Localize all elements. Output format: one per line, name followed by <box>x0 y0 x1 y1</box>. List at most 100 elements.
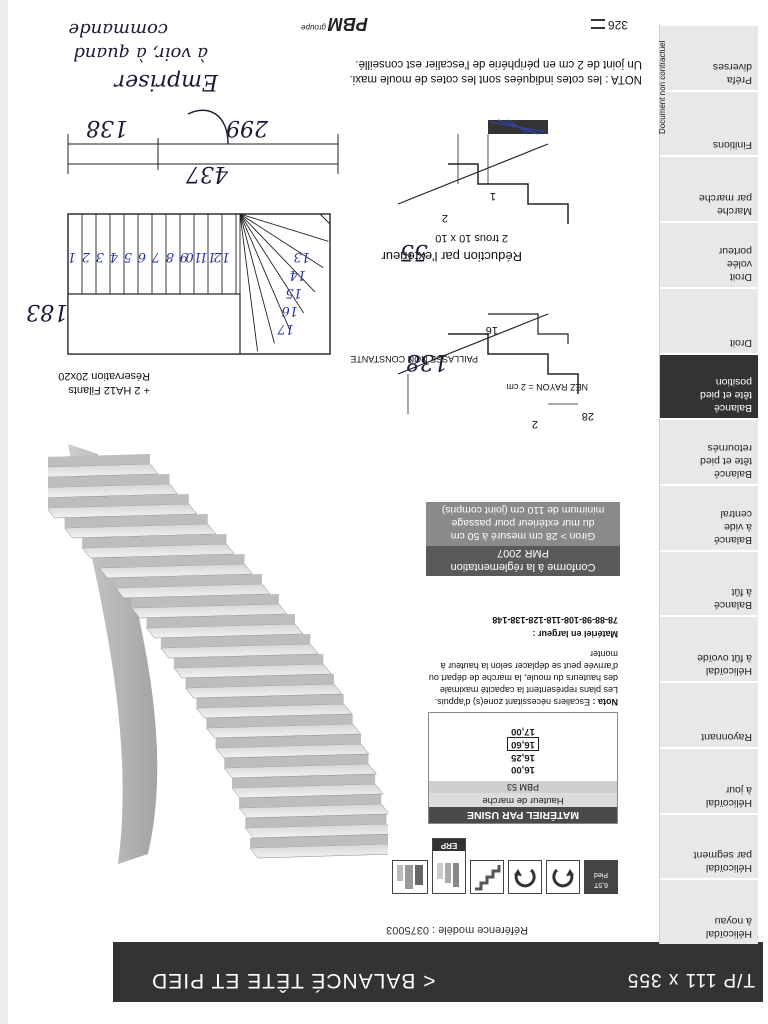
category-tab-label: à noyau <box>714 915 752 927</box>
stair-tread <box>173 663 332 679</box>
stair-tread <box>130 603 288 619</box>
step-height-value: 16,00 <box>429 763 617 775</box>
category-tab-label: Rayonnant <box>701 730 752 743</box>
nota-mould-dimensions: NOTA : les cotes indiquées sont les cote… <box>349 56 642 86</box>
category-tab-label: diverses <box>712 60 752 73</box>
step-number: 17 <box>277 321 294 336</box>
category-tab-label: à vide <box>723 520 752 533</box>
stair-riser <box>196 694 344 708</box>
page-number: 326 <box>590 18 628 32</box>
stair-tread <box>184 683 343 699</box>
reservation-label: Réservation 20x20 <box>58 370 150 382</box>
step-height-text: 16,60 <box>507 737 539 751</box>
plan-drawing <box>67 213 331 355</box>
category-tab-label: central <box>720 507 752 520</box>
stair-riser <box>215 734 361 748</box>
pmr-giron-box: Giron > 28 cm mesuré à 50 cm du mur exté… <box>426 502 620 546</box>
materials-subheader: Hauteur de marche <box>429 793 617 807</box>
handwritten-note-empriser: Empriser <box>114 69 218 94</box>
stair-riser <box>239 794 382 808</box>
stair-3d-illustration <box>48 444 388 864</box>
plan-winder-line <box>239 213 324 268</box>
stair-tread <box>48 483 178 499</box>
plan-winder-line <box>239 213 329 242</box>
nota-label: Nota : <box>592 697 619 707</box>
rotation-cw-icon <box>546 860 580 894</box>
step-number: 6 <box>137 249 146 264</box>
stair-riser <box>245 814 387 828</box>
brand-name: PBM <box>328 14 368 34</box>
stair-tread <box>48 463 159 479</box>
stair-riser <box>99 554 245 568</box>
step-height-text: 16,00 <box>511 764 535 775</box>
category-tab-label: tête et pied <box>700 455 752 467</box>
dim-vertical-183: 183 <box>26 299 68 324</box>
nota-line-1: NOTA : les cotes indiquées sont les cote… <box>349 73 642 85</box>
rotation-ccw-icon <box>508 860 542 894</box>
pmr-line-4: du mur extérieur pour passage <box>451 517 595 529</box>
stair-tread <box>48 503 198 519</box>
non-contractual-notice: Document non contractuel <box>658 40 667 134</box>
stair-riser <box>48 474 170 488</box>
nez-label: NEZ RAYON = 2 cm <box>506 382 588 392</box>
nota-support: Nota : Escaliers nécessitant zone(s) d'a… <box>428 614 618 708</box>
load-rating-value: 6,5T <box>594 881 609 888</box>
stair-tread <box>160 643 319 659</box>
step-number: 4 <box>109 249 118 264</box>
category-tab-label: Balancé <box>714 402 752 415</box>
dimension-drawing <box>67 109 339 174</box>
step-number: 5 <box>123 249 132 264</box>
category-tab-label: tête et pied <box>700 389 752 402</box>
category-tab[interactable]: Finitions <box>660 89 758 156</box>
step-number: 15 <box>285 285 302 300</box>
category-tab-label: Finitions <box>712 139 752 152</box>
stair-riser <box>173 654 324 668</box>
dim-vertical-138: 138 <box>406 349 448 374</box>
erp-icon: ERP <box>432 838 466 894</box>
category-tab[interactable]: Rayonnant <box>660 681 758 747</box>
step-details: PAILLASSE NON CONSTANTE NEZ RAYON = 2 cm… <box>350 104 608 434</box>
title-text: < BALANCÉ TÊTE ET PIED <box>151 969 436 992</box>
category-tab[interactable]: Droit <box>660 286 758 353</box>
stair-riser <box>131 594 279 608</box>
factory-materials-box: MATÉRIEL PAR USINE Hauteur de marche PBM… <box>428 712 618 824</box>
category-tab-label: Hélicoïdal <box>705 796 752 809</box>
brand-suffix: groupe <box>301 23 326 32</box>
step-number: 7 <box>151 249 160 264</box>
trous-label: 2 trous 10 x 10 <box>435 232 508 244</box>
category-tab-label: Marche <box>716 205 752 218</box>
stair-riser <box>185 674 334 688</box>
step-number: 2 <box>81 249 90 264</box>
stair-tread <box>115 583 271 599</box>
nota-text: Escaliers nécessitant zone(s) d'appuis. … <box>428 649 618 707</box>
stair-riser <box>64 514 208 528</box>
category-tab-label: retournés <box>707 442 752 454</box>
stair-riser <box>232 774 376 788</box>
dim-vertical-55: 55 <box>400 239 428 264</box>
stair-tread <box>98 563 253 579</box>
category-tab-label: volée <box>726 257 752 270</box>
category-tab-label: Droit <box>729 270 752 283</box>
step-height-value: 16,60 <box>429 737 617 751</box>
building-icon <box>392 860 428 894</box>
materials-mould: PBM 53 <box>429 781 617 793</box>
category-tab-label: Hélicoïdal <box>705 928 752 940</box>
step-number: 12 <box>213 249 230 264</box>
pmr-line-5: minimum de 110 cm (joint compris) <box>441 504 605 516</box>
